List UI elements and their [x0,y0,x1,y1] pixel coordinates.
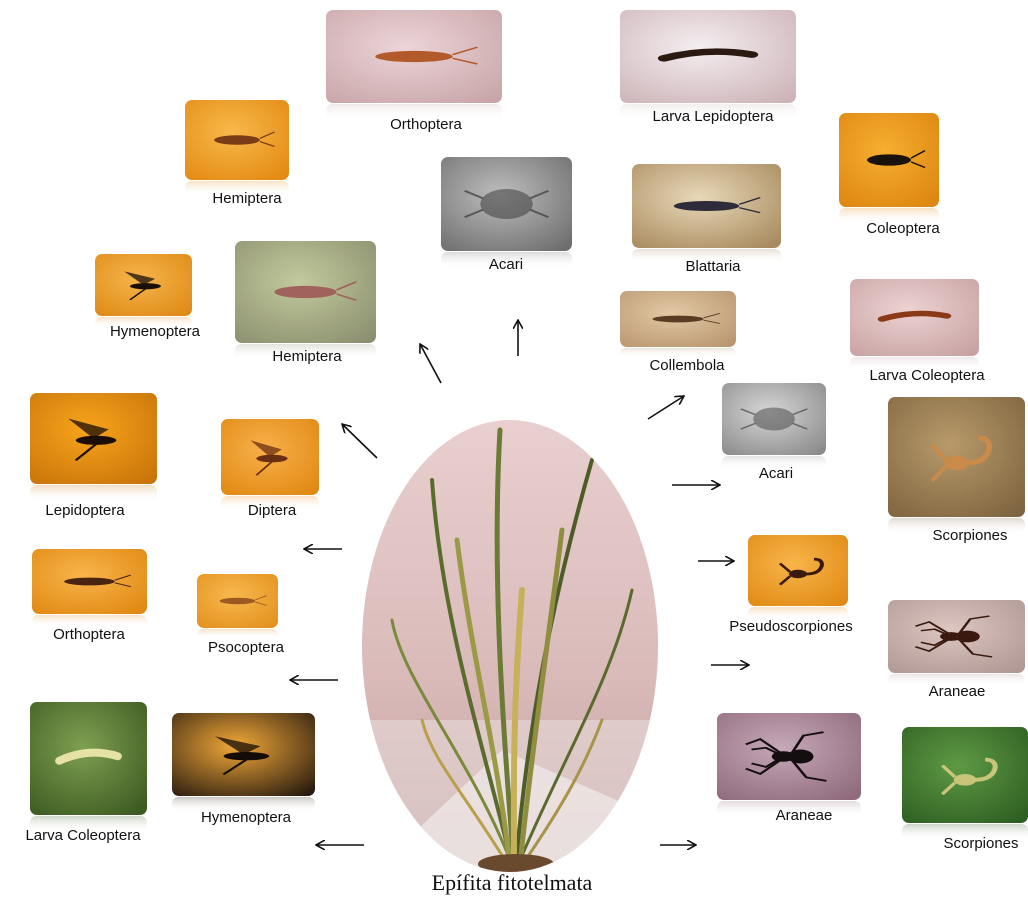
taxon-photo [185,100,289,180]
taxon-label: Diptera [248,502,296,519]
arrow-up-right [648,396,684,419]
taxon-label: Orthoptera [53,626,125,643]
taxon-photo [197,574,278,628]
photo-reflection [30,485,157,501]
taxon-label: Collembola [649,357,724,374]
taxon-label: Scorpiones [932,527,1007,544]
taxon-label: Psocoptera [208,639,284,656]
taxon-photo [850,279,979,356]
diagram-title: Epífita fitotelmata [432,870,593,896]
taxon-label: Hemiptera [272,348,341,365]
taxon-label: Araneae [929,683,986,700]
taxon-photo [172,713,315,796]
taxon-photo [326,10,502,103]
taxon-label: Acari [759,465,793,482]
taxon-label: Hemiptera [212,190,281,207]
taxon-label: Pseudoscorpiones [729,618,852,635]
taxon-photo [888,600,1025,673]
taxon-photo [441,157,572,251]
taxon-photo [722,383,826,455]
arrow-up-left [420,344,441,383]
taxon-photo [620,10,796,103]
taxon-label: Araneae [776,807,833,824]
taxon-photo [221,419,319,495]
epiphyte-plant-photo [362,420,658,872]
photo-reflection [197,629,278,639]
taxon-photo [30,702,147,815]
taxon-label: Scorpiones [943,835,1018,852]
taxon-photo [30,393,157,484]
taxon-photo [888,397,1025,517]
taxon-label: Coleoptera [866,220,939,237]
taxon-photo [902,727,1028,823]
taxon-photo [95,254,192,316]
taxon-label: Lepidoptera [45,502,124,519]
taxon-photo [32,549,147,614]
taxon-label: Larva Coleoptera [869,367,984,384]
taxon-label: Hymenoptera [201,809,291,826]
taxon-photo [632,164,781,248]
taxon-label: Acari [489,256,523,273]
taxon-label: Larva Coleoptera [25,827,140,844]
taxon-photo [717,713,861,800]
taxon-label: Hymenoptera [110,323,200,340]
taxon-label: Blattaria [685,258,740,275]
taxon-photo [748,535,848,606]
taxon-photo [235,241,376,343]
taxon-photo [620,291,736,347]
taxon-photo [839,113,939,207]
taxon-label: Orthoptera [390,116,462,133]
taxon-label: Larva Lepidoptera [653,108,774,125]
